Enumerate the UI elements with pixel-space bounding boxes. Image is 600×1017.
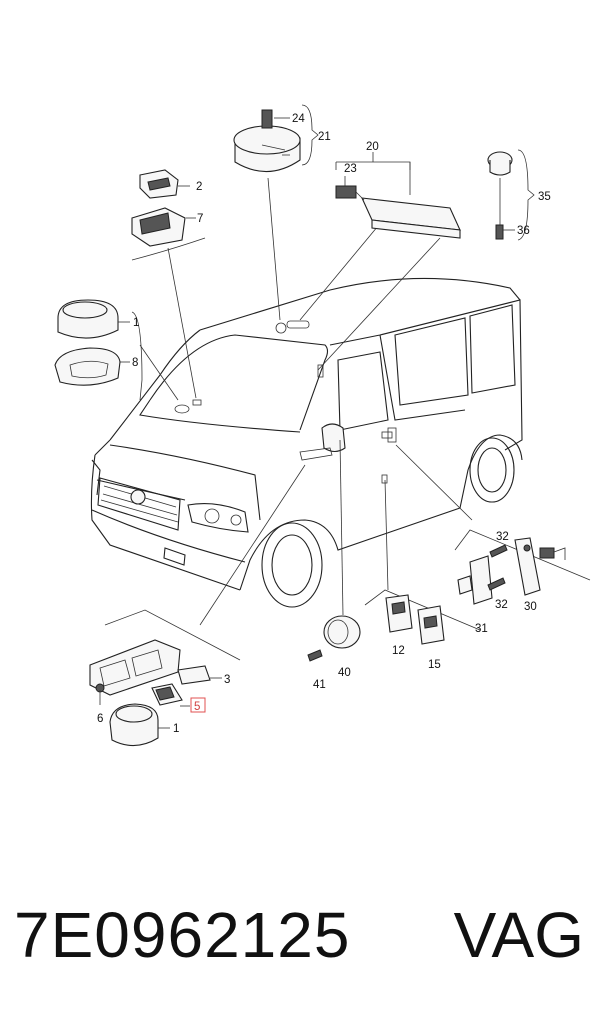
part-30-31-door-contact	[454, 529, 591, 605]
van-illustration	[90, 277, 523, 608]
callout-32-bottom: 32	[495, 599, 508, 611]
brand-name: VAG	[453, 899, 584, 971]
callout-40: 40	[338, 667, 351, 679]
callout-7: 7	[197, 213, 203, 225]
part-2-button	[139, 169, 190, 199]
callout-6: 6	[97, 713, 103, 725]
part-35-sensor	[487, 149, 535, 241]
callout-5: 5	[194, 701, 200, 713]
callout-5-highlight-box	[190, 697, 206, 713]
callout-30: 30	[524, 601, 537, 613]
callout-3: 3	[224, 674, 230, 686]
callout-labels: 24 21 20 23 35 36 2 7 1 8 32 32 30 31 12…	[97, 113, 551, 735]
part-21-light-switch	[233, 104, 319, 173]
callout-41: 41	[313, 679, 326, 691]
callout-21: 21	[318, 131, 331, 143]
part-40-41-speaker	[307, 615, 361, 662]
part-1-upper-mirror-switch	[57, 299, 130, 339]
caption-bar: 7E0962125 VAG	[0, 885, 600, 985]
callout-15: 15	[428, 659, 441, 671]
callout-20: 20	[366, 141, 379, 153]
callout-12: 12	[392, 645, 405, 657]
part-20-control-unit	[335, 152, 461, 239]
callout-2: 2	[196, 181, 202, 193]
callout-32-top: 32	[496, 531, 509, 543]
part-12-15-switches	[364, 589, 481, 645]
part-6-3-5-1-lower-group	[89, 609, 241, 747]
callout-35: 35	[538, 191, 551, 203]
callout-1-lower: 1	[173, 723, 179, 735]
leader-lines	[139, 177, 473, 626]
callout-36: 36	[517, 225, 530, 237]
part-8-trim-bezel	[54, 311, 143, 401]
callout-24: 24	[292, 113, 305, 125]
part-7-switch-panel	[131, 207, 206, 261]
part-number: 7E0962125	[14, 899, 351, 971]
parts-diagram: 24 21 20 23 35 36 2 7 1 8 32 32 30 31 12…	[54, 104, 591, 747]
callout-8: 8	[132, 357, 138, 369]
callout-1-upper: 1	[133, 317, 139, 329]
callout-31: 31	[475, 623, 488, 635]
callout-23: 23	[344, 163, 357, 175]
